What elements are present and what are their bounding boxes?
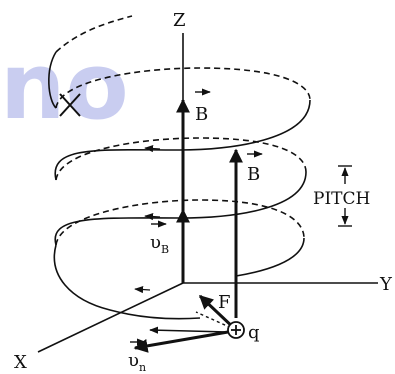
charge-label: q — [248, 322, 260, 343]
b-field-label-upper: B — [195, 104, 208, 125]
v-parallel-label: υB — [150, 232, 169, 256]
x-axis-line — [37, 282, 184, 353]
z-axis-label: Z — [173, 10, 186, 31]
watermark-text: no — [0, 33, 129, 140]
b-field-label-middle: B — [247, 164, 260, 185]
v-normal-helper — [149, 326, 229, 334]
pitch-label: PITCH — [313, 189, 370, 209]
x-axis-label: X — [14, 352, 27, 373]
v-parallel-subscript: B — [161, 243, 169, 256]
v-normal-subscript: n — [139, 361, 146, 374]
pitch-indicator — [338, 165, 352, 227]
helix-back-dashed — [55, 15, 311, 246]
v-normal-label: υn — [128, 350, 146, 374]
helix-x-mark — [59, 93, 81, 117]
y-axis-label: Y — [379, 274, 393, 295]
charge-symbol — [227, 321, 245, 339]
force-label: F — [218, 292, 231, 313]
helix-direction-arrows — [134, 144, 161, 294]
v-normal-arrow — [133, 330, 229, 353]
